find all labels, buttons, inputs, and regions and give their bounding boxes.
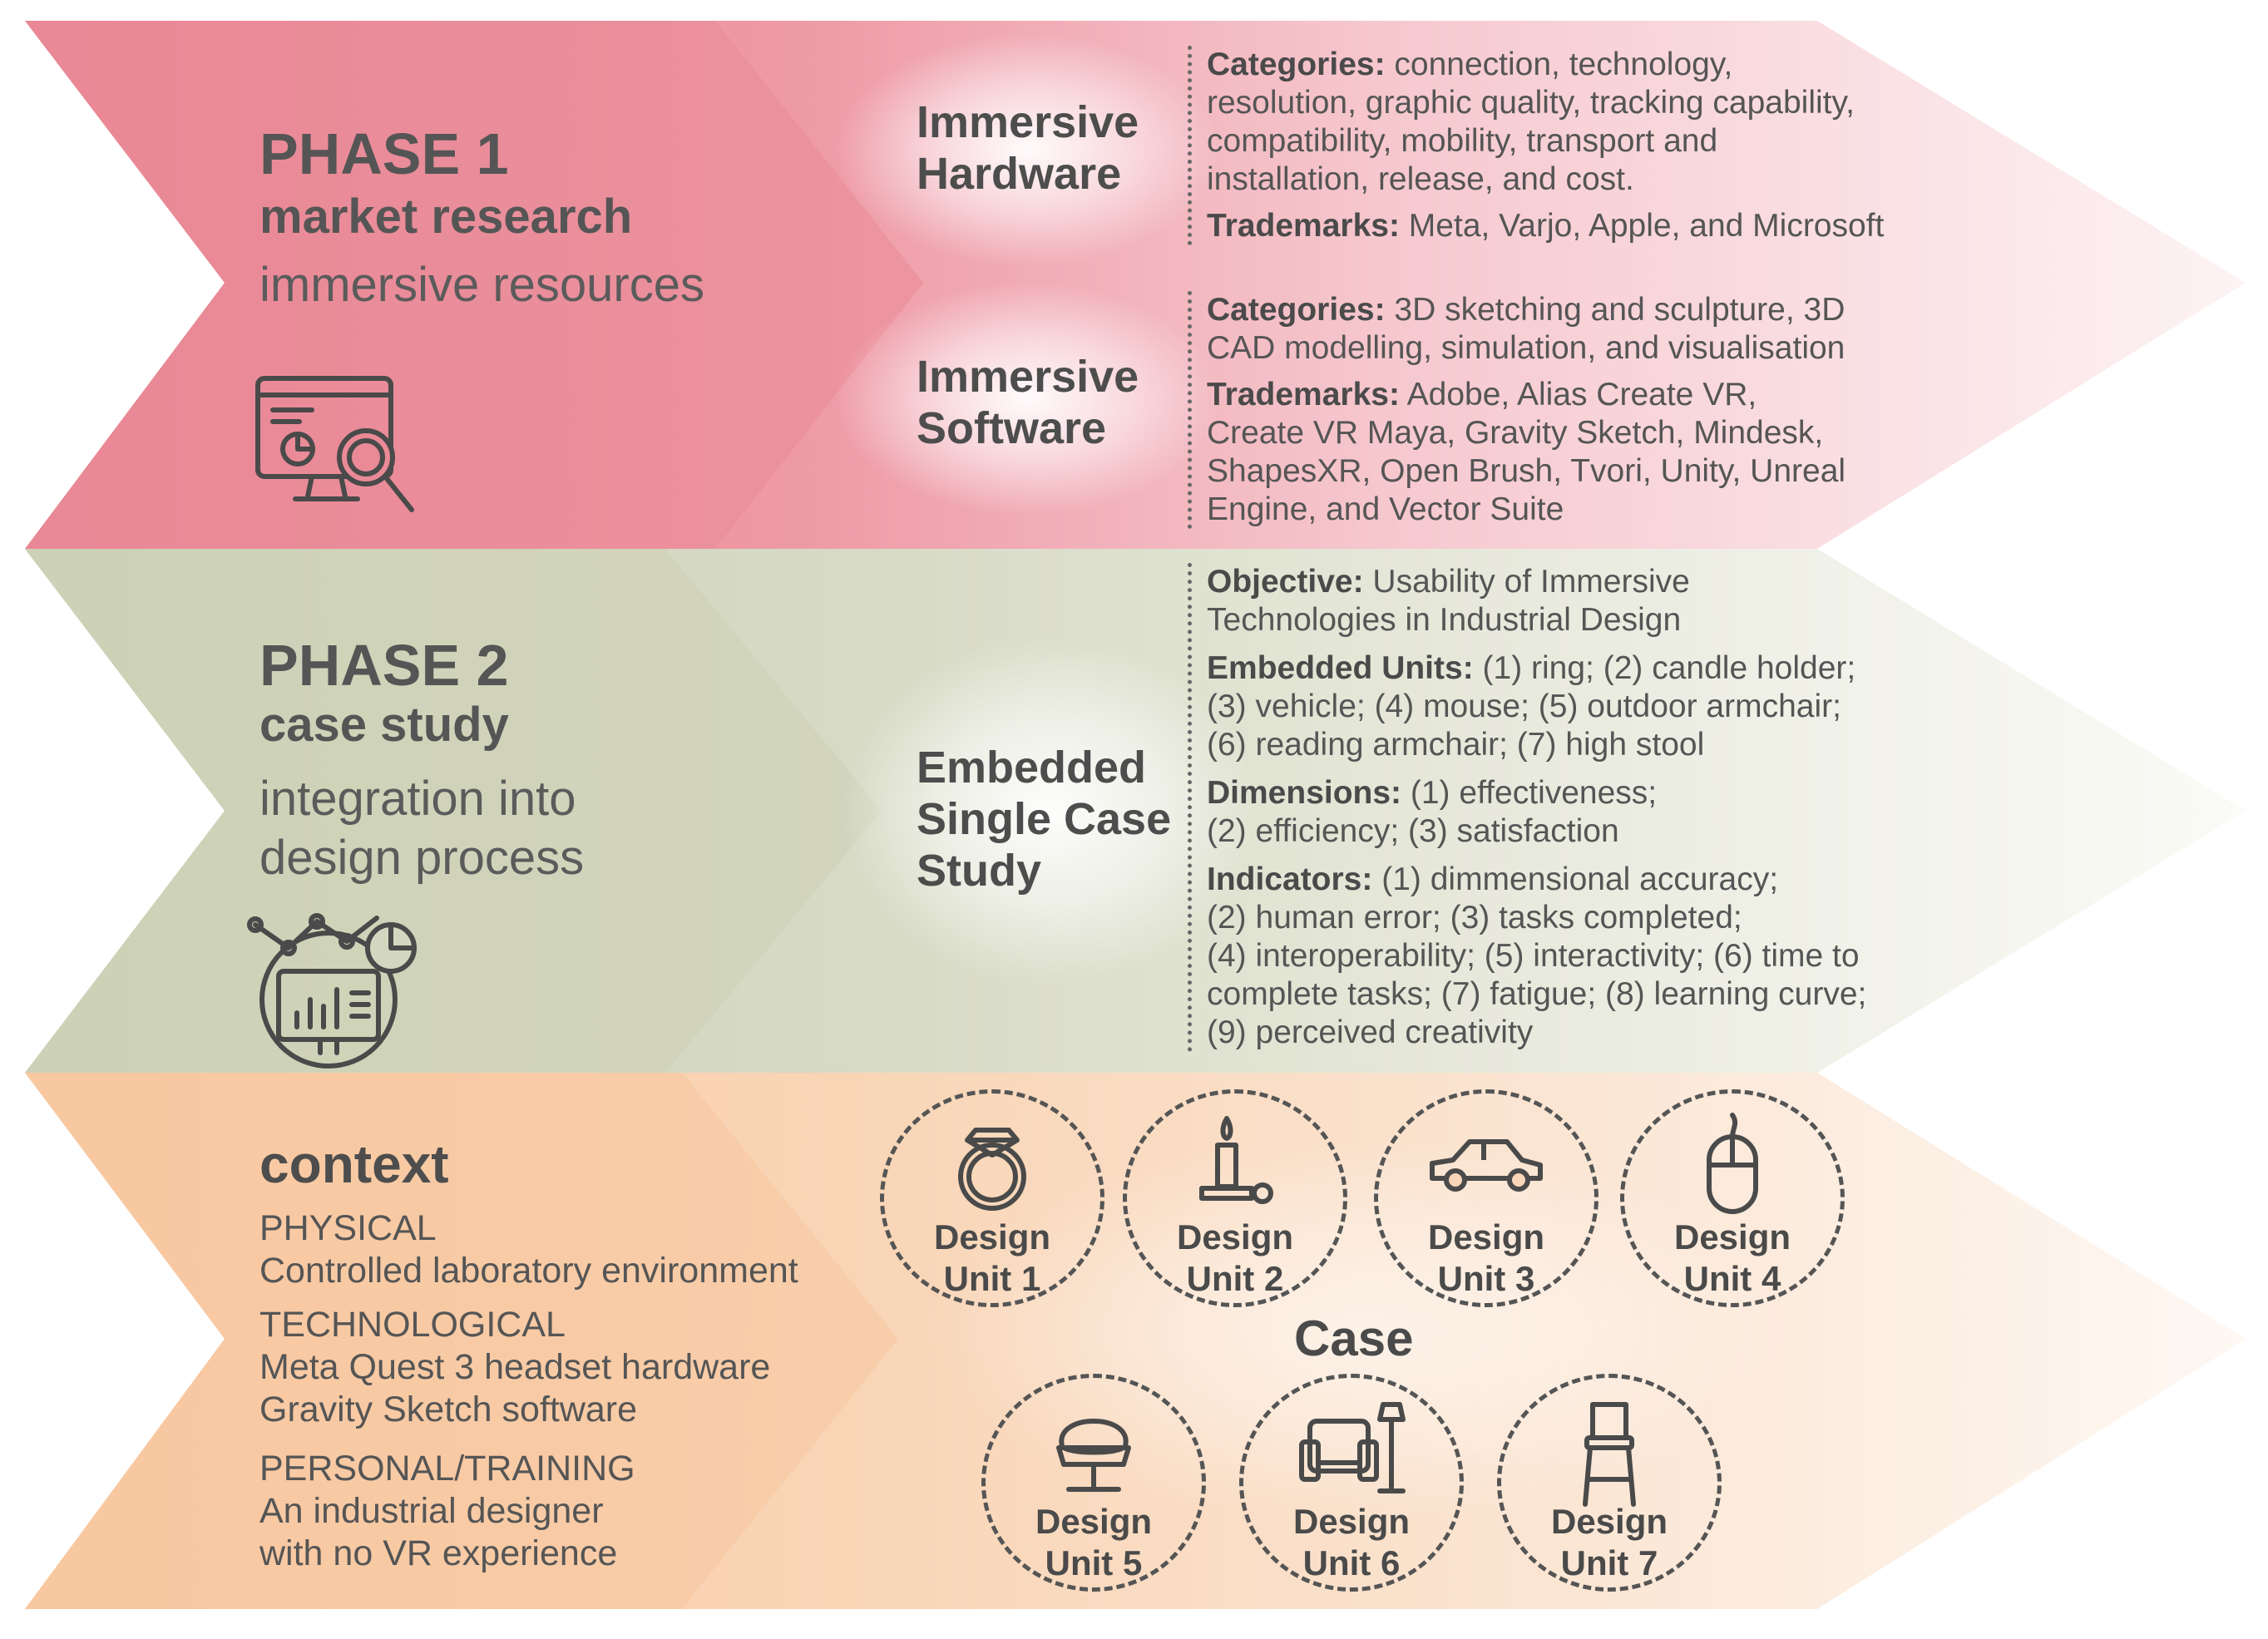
phase1-subtitle: market research bbox=[259, 190, 633, 244]
candle-holder-icon bbox=[1199, 1116, 1273, 1204]
software-categories: Categories: 3D sketching and sculpture, … bbox=[1207, 292, 1846, 328]
phase2-title: PHASE 2 bbox=[259, 633, 509, 698]
immersive-hardware-label: Immersive Hardware bbox=[917, 97, 1139, 200]
phase2-subtitle: case study bbox=[259, 698, 509, 752]
immersive-software-label: Immersive Software bbox=[917, 352, 1139, 454]
software-info-block: Categories: 3D sketching and sculpture, … bbox=[1188, 291, 1846, 529]
reading-armchair-icon bbox=[1299, 1402, 1406, 1493]
phase2-description: integration into design process bbox=[259, 772, 585, 885]
ring-icon bbox=[958, 1128, 1026, 1211]
case-label: Case bbox=[1294, 1311, 1414, 1366]
embedded-units-line: Embedded Units: (1) ring; (2) candle hol… bbox=[1207, 650, 1856, 686]
dimensions-line: Dimensions: (1) effectiveness; bbox=[1207, 775, 1658, 811]
embedded-single-case-study-label: Embedded Single Case Study bbox=[917, 743, 1172, 896]
context-title: context bbox=[259, 1134, 449, 1194]
phase1-inner-chevron bbox=[25, 21, 923, 549]
objective-line: Objective: Usability of Immersive bbox=[1207, 564, 1690, 600]
case-study-info-block: Objective: Usability of Immersive Techno… bbox=[1188, 563, 1866, 1052]
high-stool-icon bbox=[1583, 1402, 1636, 1507]
mouse-icon bbox=[1707, 1113, 1758, 1214]
vehicle-icon bbox=[1430, 1139, 1543, 1192]
indicators-line: Indicators: (1) dimmensional accuracy; bbox=[1207, 861, 1779, 897]
market-research-icon bbox=[255, 376, 414, 512]
phase2-inner-chevron bbox=[25, 549, 882, 1073]
outdoor-armchair-icon bbox=[1056, 1419, 1131, 1492]
hardware-trademarks: Trademarks: Meta, Varjo, Apple, and Micr… bbox=[1207, 208, 1885, 244]
hardware-categories: Categories: connection, technology, bbox=[1207, 47, 1733, 82]
phase1-description: immersive resources bbox=[259, 258, 704, 312]
phase1-title: PHASE 1 bbox=[259, 121, 509, 186]
software-trademarks: Trademarks: Adobe, Alias Create VR, bbox=[1207, 377, 1757, 412]
hardware-info-block: Categories: connection, technology, reso… bbox=[1188, 46, 1884, 245]
case-study-icon bbox=[247, 913, 417, 1069]
context-details: PHYSICAL Controlled laboratory environme… bbox=[259, 1208, 798, 1573]
context-inner-chevron bbox=[25, 1073, 898, 1609]
